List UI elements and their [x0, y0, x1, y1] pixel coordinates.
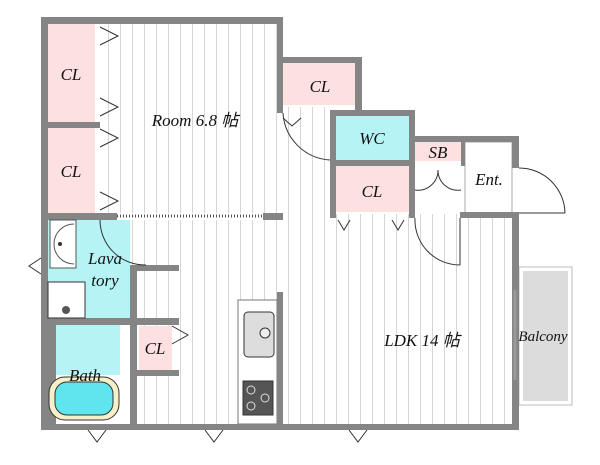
balcony-floor [523, 271, 568, 401]
bath-label: Bath [69, 366, 101, 385]
room-label: Room 6.8 帖 [151, 111, 241, 130]
ldk-floor [130, 220, 512, 424]
closet-label-1: CL [61, 65, 82, 84]
room-floor [100, 24, 277, 213]
closet-label-5: CL [145, 339, 166, 358]
sink-icon [243, 311, 275, 358]
bathtub-icon [48, 376, 120, 421]
door-symbols [28, 26, 566, 443]
closet-label-2: CL [61, 162, 82, 181]
closet-label-3: CL [310, 77, 331, 96]
stove-icon [242, 380, 274, 416]
sb-label: SB [429, 143, 449, 162]
closet-1 [48, 24, 95, 122]
ldk-label: LDK 14 帖 [383, 331, 463, 350]
washbasin-icon [49, 219, 77, 269]
hall-floor-2 [330, 214, 512, 224]
wc-label: WC [359, 129, 385, 148]
entrance-label: Ent. [474, 170, 503, 189]
closet-5 [139, 326, 172, 370]
hall-floor [283, 107, 330, 220]
bath-area [56, 325, 120, 375]
closet-3 [283, 63, 355, 105]
entrance-area [464, 141, 513, 214]
lavatory-label-1: Lava [87, 249, 122, 268]
washing-machine-icon [47, 281, 86, 319]
shoe-box [415, 142, 461, 161]
lavatory-label-2: tory [91, 271, 119, 290]
closet-4 [336, 166, 409, 212]
balcony-label: Balcony [518, 329, 567, 345]
closet-2 [48, 128, 95, 213]
closet-label-4: CL [362, 182, 383, 201]
wc-area [336, 116, 409, 160]
